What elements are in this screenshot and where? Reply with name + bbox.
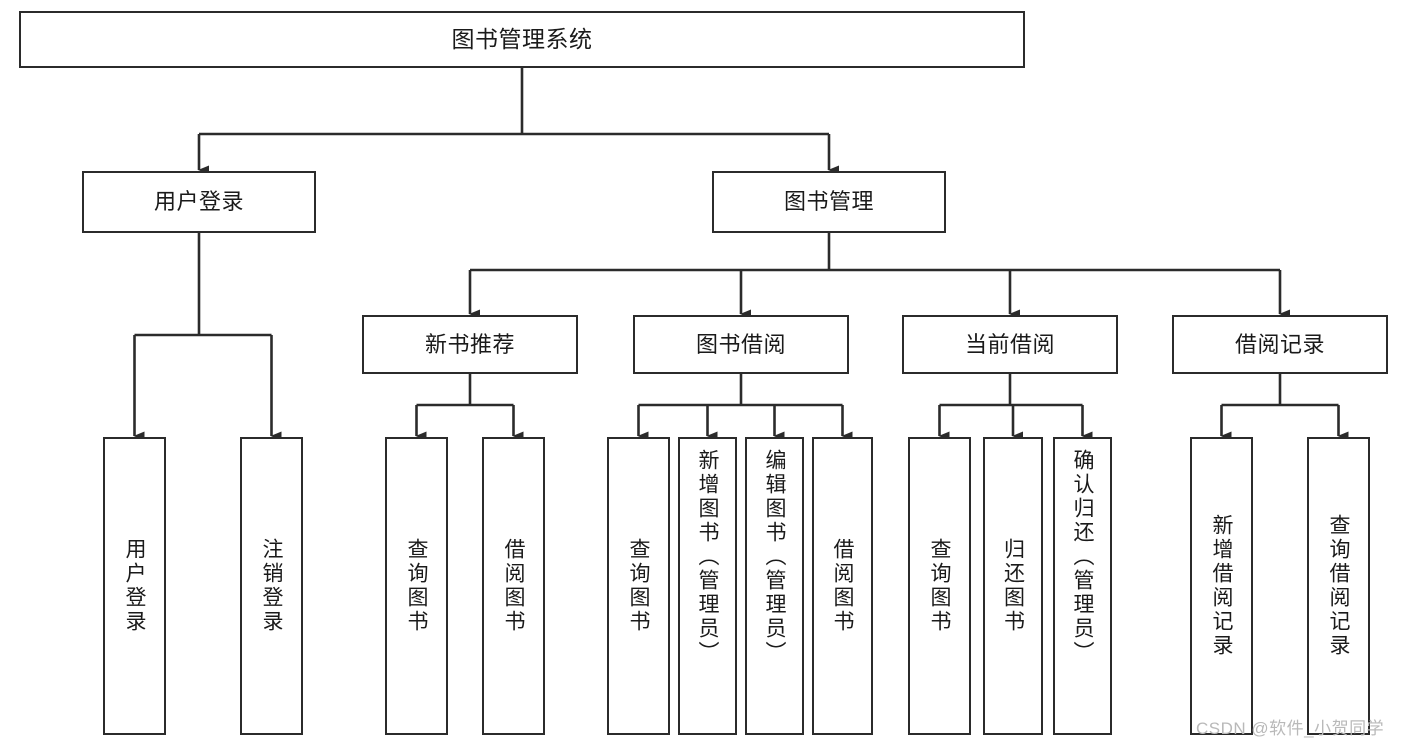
node-current-borrow-label: 当前借阅 xyxy=(964,331,1055,357)
leaf-return-book-label: 归还图书 xyxy=(1001,538,1025,634)
leaf-confirm-return-label: 确认归还（管理员） xyxy=(1071,449,1094,665)
leaf-add-book[interactable]: 新增图书（管理员） xyxy=(678,437,737,735)
leaf-query-borrow-record[interactable]: 查询借阅记录 xyxy=(1307,437,1370,735)
node-borrow-record-label: 借阅记录 xyxy=(1234,331,1325,357)
leaf-borrow-book[interactable]: 借阅图书 xyxy=(812,437,873,735)
leaf-query-book-borrow[interactable]: 查询图书 xyxy=(607,437,670,735)
leaf-confirm-return[interactable]: 确认归还（管理员） xyxy=(1053,437,1112,735)
node-new-book-recommend-label: 新书推荐 xyxy=(424,331,515,357)
leaf-user-login[interactable]: 用户登录 xyxy=(103,437,166,735)
leaf-query-book-borrow-label: 查询图书 xyxy=(627,538,650,634)
node-user-login-label: 用户登录 xyxy=(153,189,244,215)
leaf-query-book-recommend[interactable]: 查询图书 xyxy=(385,437,448,735)
node-borrow-record[interactable]: 借阅记录 xyxy=(1172,315,1388,374)
leaf-query-borrow-record-label: 查询借阅记录 xyxy=(1327,514,1350,658)
leaf-borrow-book-recommend-label: 借阅图书 xyxy=(502,538,525,634)
csdn-watermark: CSDN @软件_小贺同学 xyxy=(1196,719,1385,738)
node-book-borrow[interactable]: 图书借阅 xyxy=(633,315,849,374)
leaf-edit-book-label: 编辑图书（管理员） xyxy=(763,449,786,665)
leaf-borrow-book-recommend[interactable]: 借阅图书 xyxy=(482,437,545,735)
leaf-query-book-recommend-label: 查询图书 xyxy=(405,538,428,634)
leaf-user-login-label: 用户登录 xyxy=(123,538,146,634)
node-root-label: 图书管理系统 xyxy=(451,25,593,52)
leaf-edit-book[interactable]: 编辑图书（管理员） xyxy=(745,437,804,735)
leaf-query-book-current[interactable]: 查询图书 xyxy=(908,437,971,735)
leaf-user-logout-label: 注销登录 xyxy=(260,538,283,634)
leaf-add-borrow-record[interactable]: 新增借阅记录 xyxy=(1190,437,1253,735)
node-new-book-recommend[interactable]: 新书推荐 xyxy=(362,315,578,374)
node-current-borrow[interactable]: 当前借阅 xyxy=(902,315,1118,374)
leaf-add-book-label: 新增图书（管理员） xyxy=(696,449,719,665)
leaf-return-book[interactable]: 归还图书 xyxy=(983,437,1043,735)
node-root[interactable]: 图书管理系统 xyxy=(19,11,1025,68)
leaf-user-logout[interactable]: 注销登录 xyxy=(240,437,303,735)
leaf-add-borrow-record-label: 新增借阅记录 xyxy=(1210,514,1233,658)
node-book-manage-label: 图书管理 xyxy=(783,189,874,215)
leaf-borrow-book-label: 借阅图书 xyxy=(831,538,854,634)
node-user-login[interactable]: 用户登录 xyxy=(82,171,316,233)
leaf-query-book-current-label: 查询图书 xyxy=(928,538,951,634)
node-book-manage[interactable]: 图书管理 xyxy=(712,171,946,233)
node-book-borrow-label: 图书借阅 xyxy=(695,331,786,357)
